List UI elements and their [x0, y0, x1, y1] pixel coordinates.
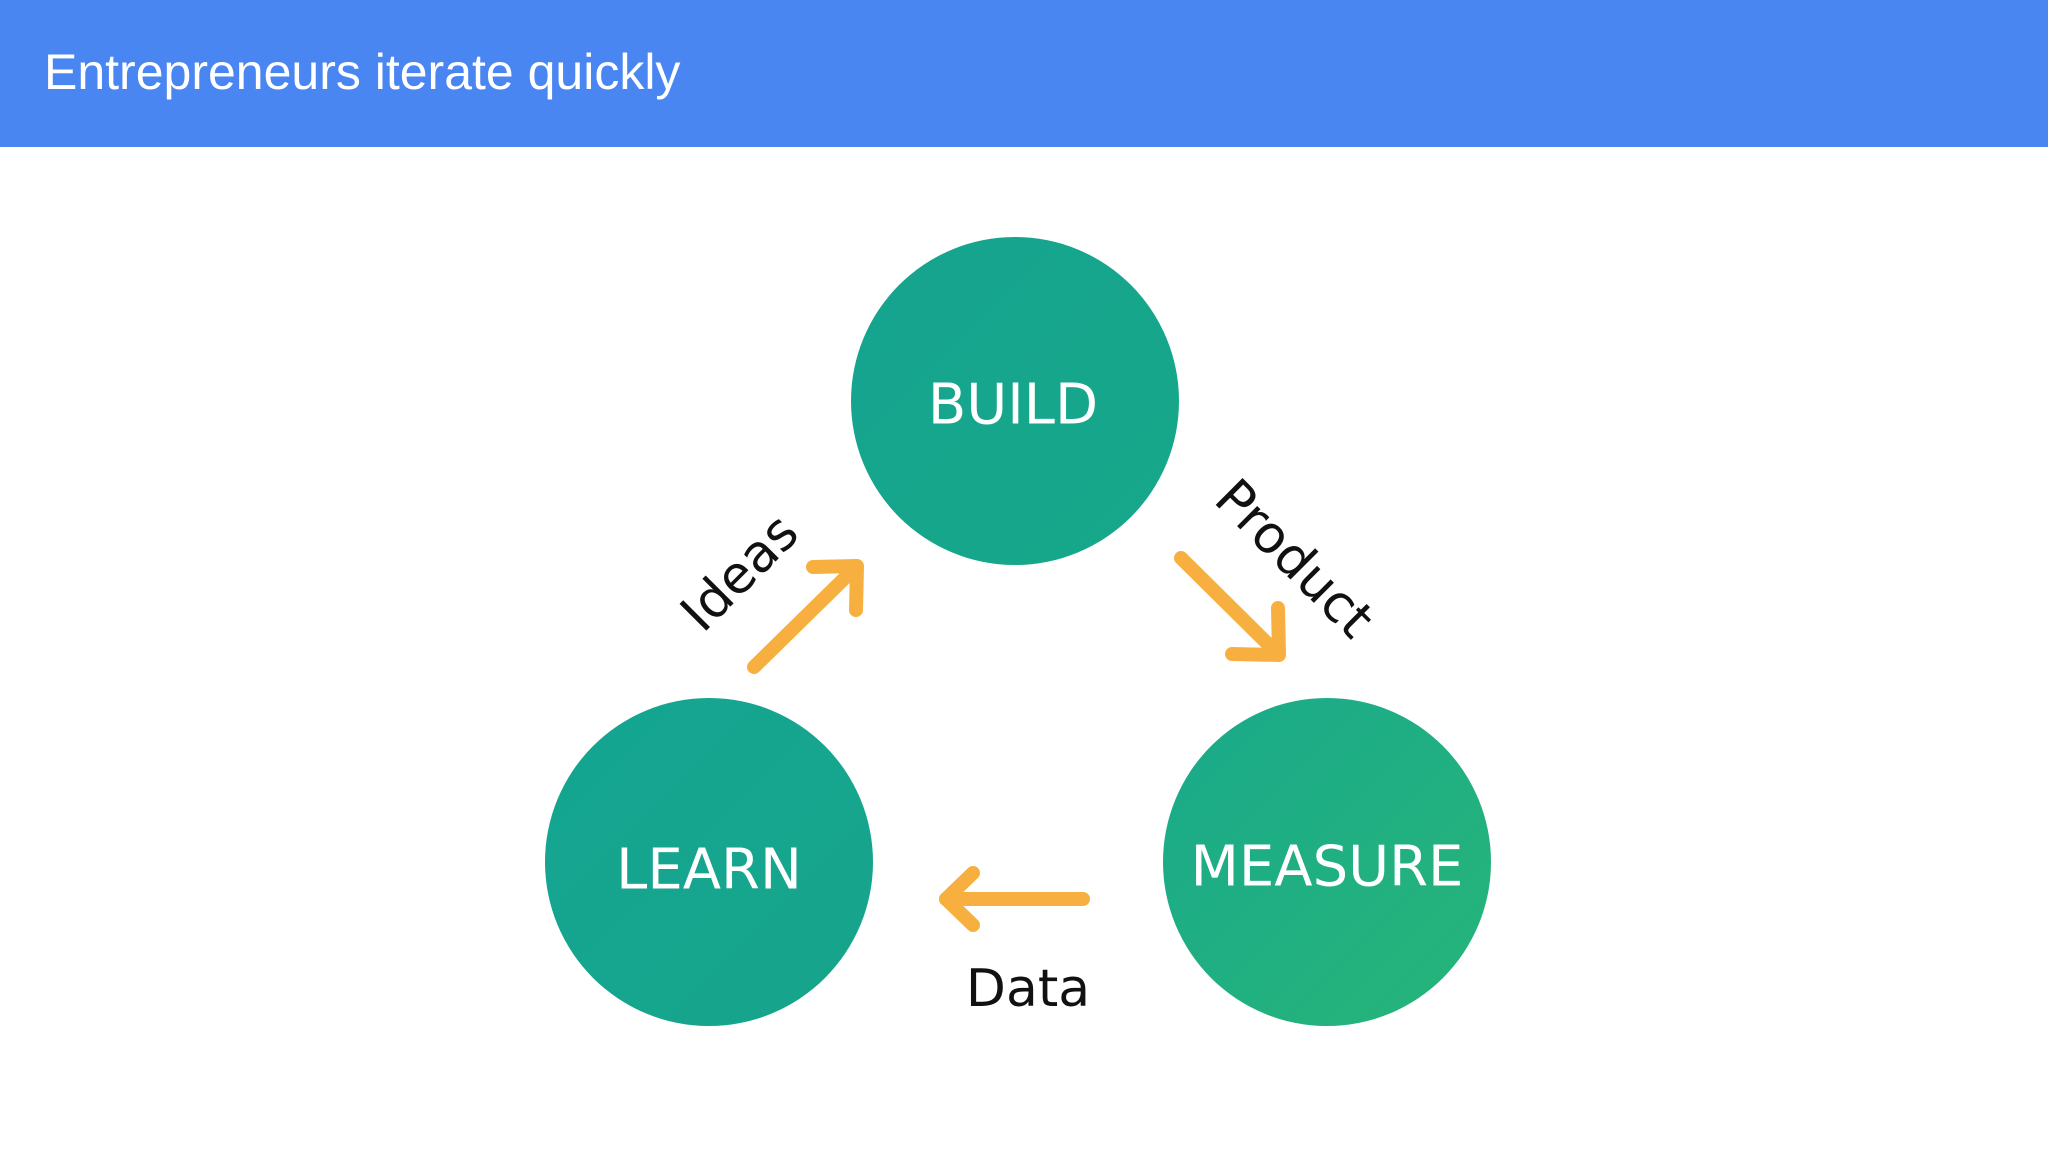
edge-learn-to-build: Ideas	[670, 503, 864, 674]
arrow-product-shaft	[1174, 551, 1284, 660]
node-measure-circle	[1163, 698, 1491, 1026]
edge-measure-to-learn: Data	[939, 866, 1090, 1019]
edge-label-product: Product	[1203, 468, 1385, 650]
node-build: BUILD	[851, 237, 1179, 565]
node-measure: MEASURE	[1163, 698, 1491, 1026]
node-learn-circle	[545, 698, 873, 1026]
node-build-label: BUILD	[928, 373, 1098, 438]
node-learn-label: LEARN	[616, 838, 802, 903]
arrow-product-head	[1225, 601, 1286, 662]
slide-title: Entrepreneurs iterate quickly	[44, 44, 681, 100]
arrow-ideas-shaft	[747, 561, 862, 674]
arrow-ideas-head	[806, 559, 864, 617]
node-measure-label: MEASURE	[1191, 835, 1464, 900]
edge-label-data: Data	[966, 959, 1090, 1019]
title-bar: Entrepreneurs iterate quickly	[0, 0, 2048, 147]
arrow-data-head	[939, 866, 980, 932]
edge-label-ideas: Ideas	[670, 503, 811, 644]
edge-build-to-measure: Product	[1174, 468, 1385, 662]
node-build-circle	[851, 237, 1179, 565]
node-learn: LEARN	[545, 698, 873, 1026]
